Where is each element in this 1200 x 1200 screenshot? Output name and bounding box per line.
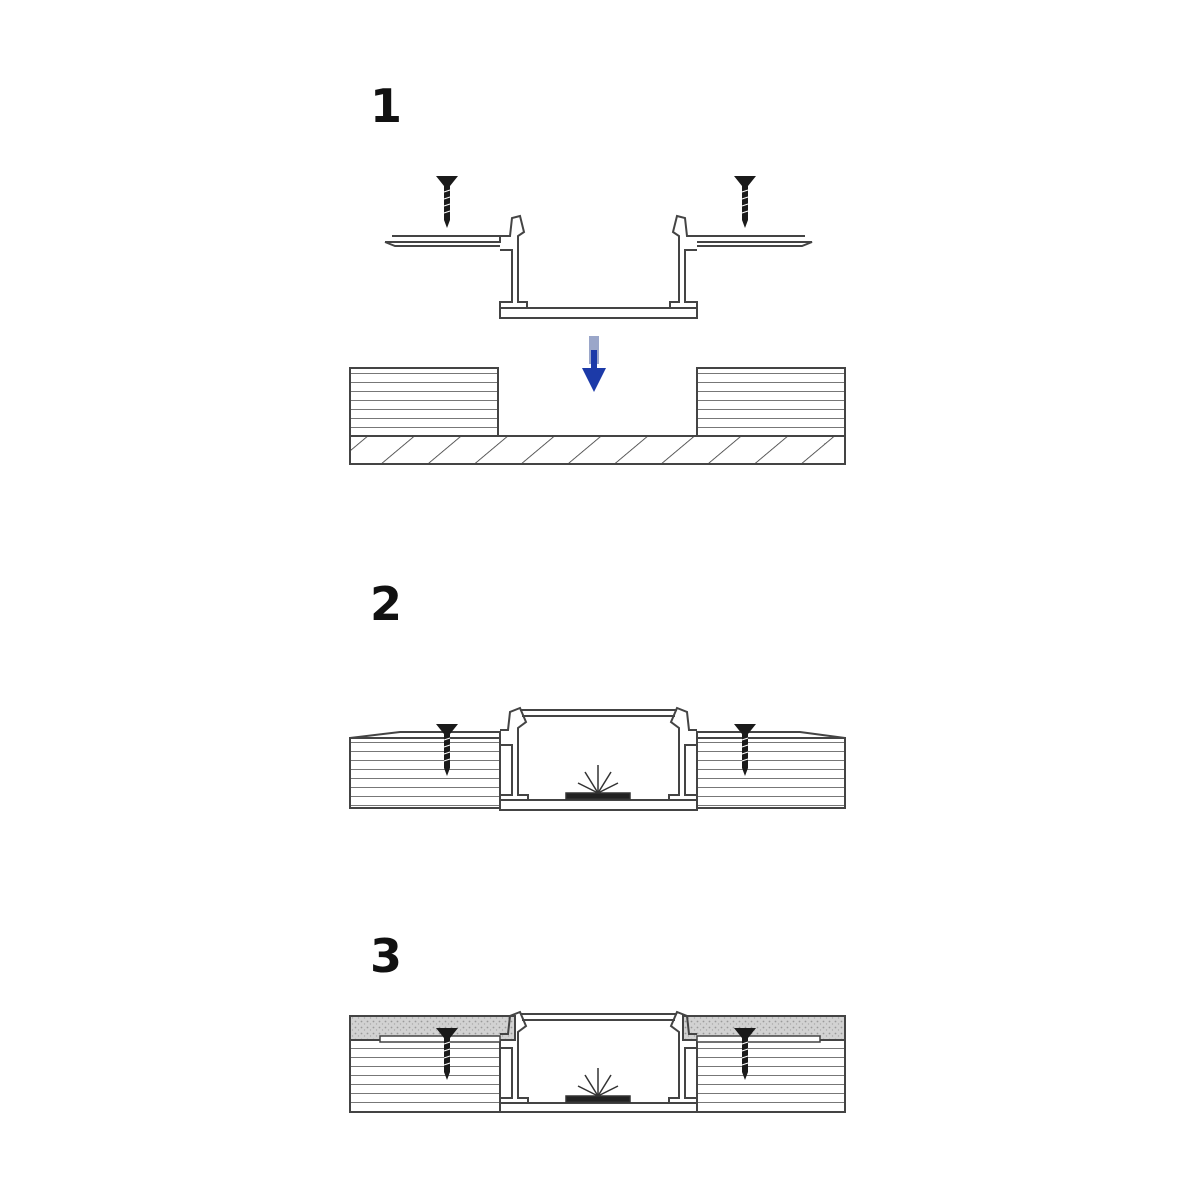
board-left	[349, 737, 501, 809]
led-strip-icon	[565, 765, 631, 800]
board-right	[696, 367, 846, 437]
aluminium-profile	[499, 706, 698, 811]
screw-icon	[435, 175, 459, 229]
substrate	[349, 435, 846, 465]
board-left	[349, 367, 499, 437]
arrow-down-icon	[582, 336, 606, 392]
step-number-3: 3	[370, 929, 402, 983]
flange-left	[349, 731, 501, 739]
flange-right	[696, 731, 846, 739]
flange-left	[379, 1035, 501, 1043]
step-number-2: 2	[370, 577, 402, 631]
step-number-1: 1	[370, 79, 402, 133]
step-2: 2	[349, 577, 846, 811]
step-3: 3	[349, 929, 846, 1113]
flange-right	[696, 1035, 821, 1043]
aluminium-profile	[499, 1010, 698, 1113]
screw-icon	[733, 175, 757, 229]
led-strip-icon	[565, 1068, 631, 1103]
board-right	[696, 737, 846, 809]
step-1: 1	[349, 79, 846, 465]
aluminium-profile	[384, 214, 813, 319]
board-left	[349, 1039, 501, 1113]
board-right	[696, 1039, 846, 1113]
